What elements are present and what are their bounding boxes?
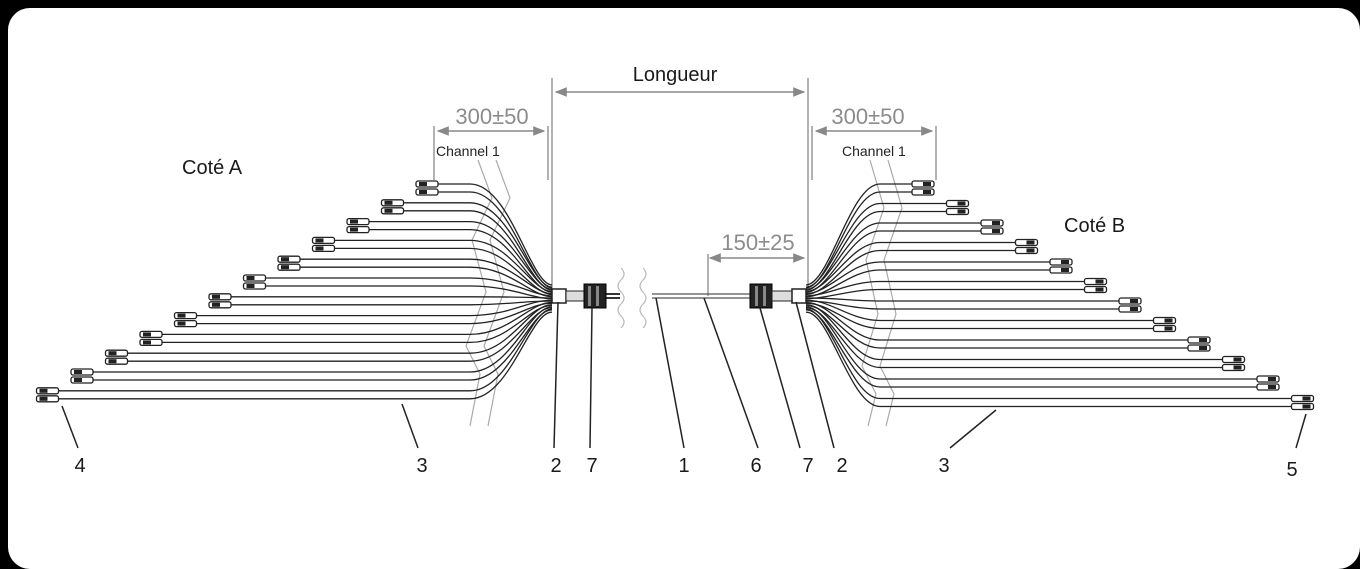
fiber-harness-diagram: Longueur 300±50 Channel 1 300±50 Channel…	[35, 64, 1315, 481]
left-connector-11	[70, 368, 94, 384]
left-fiber-7	[231, 296, 553, 299]
length-dimension: Longueur	[551, 64, 809, 290]
right-fiber-7	[805, 297, 1119, 302]
callout-5: 5	[1286, 459, 1297, 481]
callout-4: 4	[74, 455, 85, 477]
left-breakout-dimension: 300±50 Channel 1	[433, 104, 549, 180]
right-connector-6	[1083, 277, 1108, 294]
right-breakout-dimension: 300±50 Channel 1	[811, 104, 937, 180]
callout-numbers: 4 3 2 7 1 6 7 2 3 5	[74, 455, 1297, 481]
left-fiber-2	[403, 202, 553, 288]
left-connector-5	[277, 255, 301, 271]
side-a-label: Coté A	[182, 157, 243, 179]
right-connector-5	[1049, 258, 1073, 274]
left-fiber-8	[196, 299, 553, 317]
left-fiber-pair-5	[300, 266, 553, 298]
right-connector-10	[1221, 355, 1246, 372]
left-connector-8	[173, 311, 198, 328]
right-fiber-4	[805, 241, 1016, 293]
right-furcation	[749, 283, 807, 309]
left-connector-1	[415, 180, 439, 196]
left-fiber-9	[162, 301, 553, 336]
right-connector-7	[1118, 297, 1142, 313]
right-fiber-pair-12	[805, 311, 1292, 408]
left-connector-4	[311, 236, 336, 253]
right-connector-1	[911, 180, 935, 196]
right-fiber-12	[805, 308, 1292, 400]
left-connector-2	[380, 199, 405, 215]
left-connector-7	[208, 293, 232, 309]
left-break-mark-a	[465, 159, 493, 427]
right-fiber-pair-7	[805, 300, 1119, 310]
left-break-mark-b	[483, 159, 511, 427]
left-fiber-11	[93, 306, 553, 373]
callout-7-right: 7	[802, 455, 813, 477]
callout-3-left: 3	[416, 455, 427, 477]
right-fiber-2	[805, 202, 947, 288]
right-connector-11	[1256, 375, 1280, 391]
callout-2-right: 2	[836, 455, 847, 477]
left-fiber-12	[58, 308, 553, 392]
right-breakout-label: 300±50	[831, 104, 904, 129]
right-channel-label: Channel 1	[842, 143, 906, 159]
boot-dimension: 150±25	[707, 230, 806, 296]
right-connector-2	[945, 199, 970, 216]
left-breakout-label: 300±50	[455, 104, 528, 129]
length-label: Longueur	[633, 64, 718, 86]
right-fiber-11	[805, 306, 1257, 380]
left-fiber-1	[438, 183, 553, 286]
left-connector-10	[104, 349, 129, 365]
callout-1: 1	[678, 455, 689, 477]
side-b-label: Coté B	[1064, 215, 1125, 237]
left-fiber-6	[265, 277, 553, 297]
callout-3-right: 3	[938, 455, 949, 477]
right-fiber-8	[805, 299, 1154, 322]
boot-dimension-label: 150±25	[721, 230, 794, 255]
left-connector-9	[139, 330, 163, 347]
left-fiber-breakouts	[35, 180, 553, 403]
right-fiber-10	[805, 304, 1223, 361]
right-fiber-3	[805, 222, 981, 291]
left-furcation	[551, 283, 607, 309]
left-connector-3	[346, 217, 370, 234]
right-fiber-5	[805, 261, 1050, 295]
leader-lines	[61, 297, 1307, 449]
left-fiber-pair-12	[58, 311, 553, 400]
left-fiber-pair-7	[231, 300, 553, 306]
right-break-mark-b	[879, 159, 903, 427]
right-connector-12	[1290, 394, 1315, 411]
right-fiber-pair-5	[805, 269, 1050, 298]
left-channel-label: Channel 1	[436, 143, 500, 159]
right-connector-9	[1187, 336, 1211, 352]
right-fiber-breakouts	[805, 180, 1315, 411]
left-connector-6	[242, 274, 267, 290]
right-fiber-1	[805, 183, 912, 286]
right-fiber-9	[805, 301, 1188, 341]
callout-2-left: 2	[550, 455, 561, 477]
right-connector-3	[980, 219, 1004, 235]
left-fiber-10	[127, 304, 553, 354]
diagram-panel: Longueur 300±50 Channel 1 300±50 Channel…	[8, 8, 1360, 569]
right-connector-4	[1014, 238, 1039, 255]
left-fiber-4	[334, 239, 553, 293]
left-fiber-5	[300, 258, 553, 295]
right-connector-8	[1152, 316, 1177, 333]
left-connector-12	[35, 387, 60, 403]
right-fiber-6	[805, 280, 1085, 297]
callout-6: 6	[750, 455, 761, 477]
right-fiber-pair-6	[805, 288, 1085, 300]
left-fiber-3	[369, 220, 553, 291]
callout-7-left: 7	[586, 455, 597, 477]
right-break-mark-a	[861, 159, 885, 427]
